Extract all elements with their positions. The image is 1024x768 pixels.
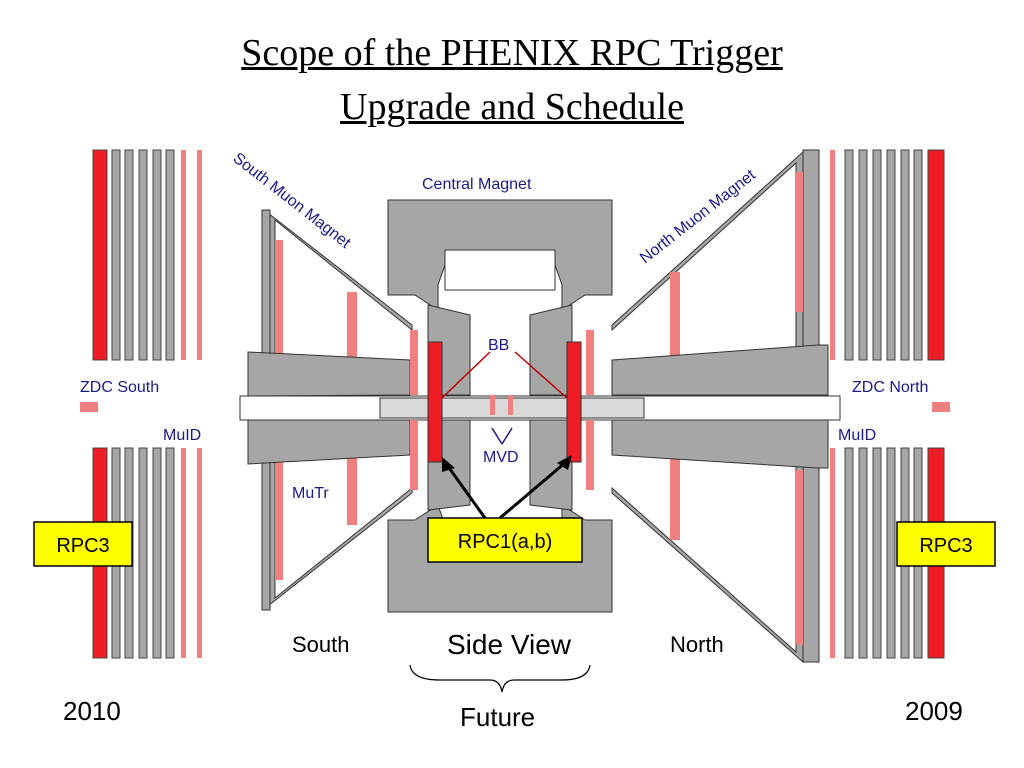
south-muon-magnet [247,209,413,611]
bb-label: BB [488,337,509,354]
title-line-1: Scope of the PHENIX RPC Trigger [241,32,783,74]
muid-north-label: MuID [838,427,876,444]
rpc1-north-bar [566,341,582,463]
year-2009-label: 2009 [905,696,963,726]
rpc3-south-callout: RPC3 [33,521,133,567]
rpc3-north-callout: RPC3 [896,521,996,567]
muid-stack-south [92,149,202,659]
zdc-north-label: ZDC North [852,379,928,396]
rpc1-text: RPC1(a,b) [458,531,552,553]
title-line-2: Upgrade and Schedule [340,86,684,128]
mvd-label: MVD [483,449,519,466]
central-magnet-label: Central Magnet [422,176,532,193]
year-2010-label: 2010 [63,696,121,726]
north-label: North [670,632,724,657]
rpc1-arrows [442,455,572,520]
future-brace [409,664,591,693]
future-label: Future [460,702,535,732]
south-muon-magnet-label: South Muon Magnet [230,150,354,252]
zdc-south-label: ZDC South [80,379,159,396]
rpc3-south-text: RPC3 [56,535,109,557]
mutr-label: MuTr [292,485,329,502]
rpc3-north-text: RPC3 [919,535,972,557]
rpc1-callout: RPC1(a,b) [427,517,583,563]
zdc-north-block [932,402,950,412]
muid-south-label: MuID [163,427,201,444]
rpc1-south-bar [427,341,443,463]
south-label: South [292,632,350,657]
zdc-south-block [80,402,98,412]
side-view-label: Side View [447,629,572,660]
muid-stack-north [830,149,945,659]
